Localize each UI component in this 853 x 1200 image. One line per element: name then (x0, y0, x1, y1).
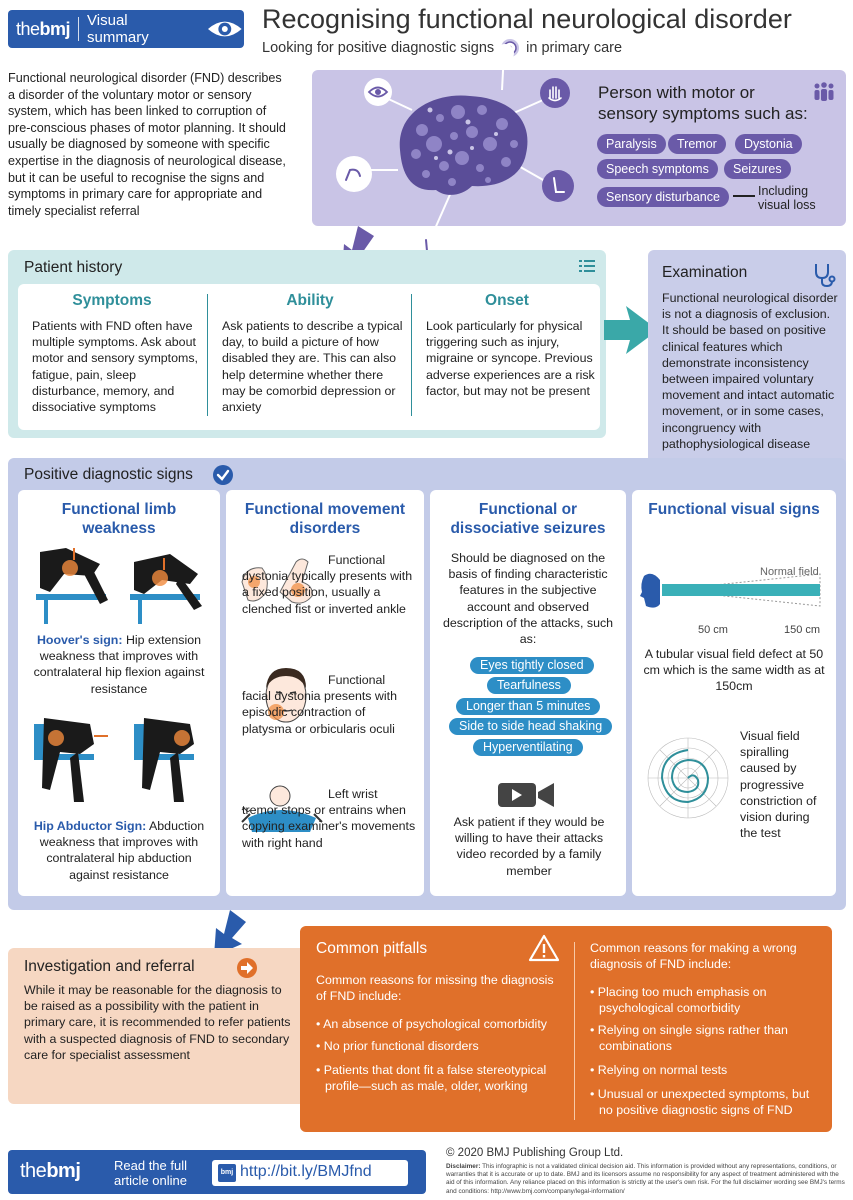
missing-item: • Patients that dont fit a false stereot… (316, 1063, 547, 1094)
common-pitfalls-title: Common pitfalls (316, 940, 428, 957)
seizures-text: Should be diagnosed on the basis of find… (442, 551, 614, 647)
symptom-chip: Speech symptoms (597, 159, 718, 179)
missing-item: • An absence of psychological comorbidit… (316, 1017, 547, 1031)
tubular-field-text: A tubular visual field defect at 50 cm w… (643, 647, 825, 694)
video-camera-icon (498, 783, 554, 807)
arrow-down-icon (214, 910, 246, 956)
wrong-diagnosis-intro: Common reasons for making a wrong diagno… (590, 941, 797, 972)
wrong-item: • Unusual or unexpected symptoms, but no… (590, 1087, 810, 1118)
examination-text: Functional neurological disorder is not … (662, 291, 838, 451)
symptom-chip: Sensory disturbance (597, 187, 729, 207)
arm-symptom-icon (336, 156, 372, 192)
facial-dystonia-text: Functional facial dystonia presents with… (242, 673, 397, 736)
visual-signs-card (632, 490, 836, 896)
subtitle-post: in primary care (526, 40, 623, 56)
dystonia-hand-illustration (241, 558, 313, 604)
hand-symptom-icon (540, 78, 570, 108)
page-title: Recognising functional neurological diso… (262, 4, 792, 34)
patient-history-card (18, 284, 600, 430)
seizure-feature-chip: Hyperventilating (473, 739, 583, 756)
people-icon (814, 82, 834, 101)
including-connector (733, 195, 755, 197)
stethoscope-icon (815, 264, 836, 288)
examination-panel (648, 250, 846, 472)
missing-item: • No prior functional disorders (316, 1039, 479, 1053)
symptom-chip: Tremor (668, 134, 726, 154)
video-record-text: Ask patient if they would be willing to … (453, 815, 605, 878)
badge-label: Visual summary (87, 12, 149, 46)
distance-150cm-label: 150 cm (784, 624, 821, 636)
article-link-box[interactable] (212, 1160, 408, 1186)
history-text-onset: Look particularly for physical triggerin… (426, 319, 595, 398)
positive-signs-title: Positive diagnostic signs (24, 466, 193, 483)
brain-illustration (354, 51, 553, 241)
distance-50cm-label: 50 cm (698, 624, 728, 636)
seizure-feature-chip: Side to side head shaking (449, 718, 613, 735)
missing-diagnosis-intro: Common reasons for missing the diagnosis… (316, 973, 554, 1004)
investigation-panel (8, 948, 308, 1104)
seizure-feature-chip: Longer than 5 minutes (456, 698, 601, 715)
footer-read-article: Read the full article online (114, 1158, 187, 1188)
history-heading-symptoms: Symptoms (72, 292, 152, 309)
patient-history-title: Patient history (24, 259, 123, 276)
bmj-visual-summary-badge: thebmj Visual summary (8, 10, 244, 48)
seizure-feature-chip: Eyes tightly closed (470, 657, 594, 674)
seizures-heading: Functional or dissociative seizures (450, 501, 606, 537)
spiral-field-illustration (647, 737, 729, 819)
hoover-sign-illustration (36, 548, 202, 624)
arrow-right-icon (604, 306, 658, 354)
wrong-item: • Placing too much emphasis on psycholog… (590, 985, 767, 1016)
including-visual-loss: Including visual loss (758, 184, 816, 212)
person-symptoms-title: Person with motor or sensory symptoms su… (598, 83, 808, 123)
arrow-right-circle-icon (237, 958, 257, 978)
intro-paragraph: Functional neurological disorder (FND) d… (8, 71, 286, 218)
eye-icon (208, 21, 243, 37)
list-icon (579, 260, 595, 272)
bmj-logo: thebmj (16, 18, 71, 39)
warning-icon (528, 934, 560, 962)
common-pitfalls-panel (300, 926, 832, 1132)
disclaimer-text: Disclaimer: This infographic is not a va… (446, 1163, 845, 1195)
badge-divider (78, 17, 80, 41)
article-link[interactable]: http://bit.ly/BMJfnd (240, 1163, 372, 1180)
hip-abductor-illustration (34, 718, 194, 802)
bmj-link-icon: bmj (218, 1164, 236, 1182)
history-text-symptoms: Patients with FND often have multiple sy… (32, 319, 198, 415)
investigation-title: Investigation and referral (24, 958, 195, 975)
hip-abductor-text: Hip Abductor Sign: Abduction weakness th… (33, 819, 205, 882)
wrong-item: • Relying on normal tests (590, 1063, 728, 1077)
movement-disorders-heading: Functional movement disorders (244, 501, 406, 537)
checkmark-icon (213, 465, 233, 485)
hoover-sign-text: Hoover's sign: Hip extension weakness th… (33, 633, 205, 696)
symptom-chip: Dystonia (735, 134, 802, 154)
copyright-text: © 2020 BMJ Publishing Group Ltd. (446, 1147, 624, 1159)
visual-signs-heading: Functional visual signs (648, 501, 820, 518)
normal-field-label: Normal field (760, 566, 819, 578)
limb-weakness-heading: Functional limb weakness (61, 501, 177, 537)
symptom-chip: Paralysis (597, 134, 666, 154)
history-text-ability: Ask patients to describe a typical day, … (222, 319, 403, 415)
subtitle-pre: Looking for positive diagnostic signs (262, 40, 495, 56)
dystonia-text: Functional dystonia typically presents w… (242, 553, 413, 616)
top-eye-node-icon (496, 44, 514, 62)
examination-title: Examination (662, 264, 748, 281)
tubular-field-illustration (640, 573, 821, 608)
history-heading-ability: Ability (286, 292, 334, 309)
leg-symptom-icon (542, 170, 574, 202)
spiral-field-text: Visual field spiralling caused by progre… (740, 729, 817, 841)
eye-symptom-icon (364, 78, 392, 106)
pitfalls-divider (574, 942, 575, 1120)
investigation-text: While it may be reasonable for the diagn… (24, 983, 291, 1062)
footer-bmj-logo: thebmj (20, 1160, 81, 1182)
tremor-text: Left wrist tremor stops or entrains when… (242, 787, 416, 850)
seizure-feature-chip: Tearfulness (487, 677, 571, 694)
face-illustration (265, 668, 307, 723)
column-divider (411, 294, 412, 416)
tremor-illustration (241, 785, 323, 832)
history-heading-onset: Onset (485, 292, 529, 309)
wrong-item: • Relying on single signs rather than co… (590, 1023, 788, 1054)
symptom-chip: Seizures (724, 159, 791, 179)
column-divider (207, 294, 208, 416)
